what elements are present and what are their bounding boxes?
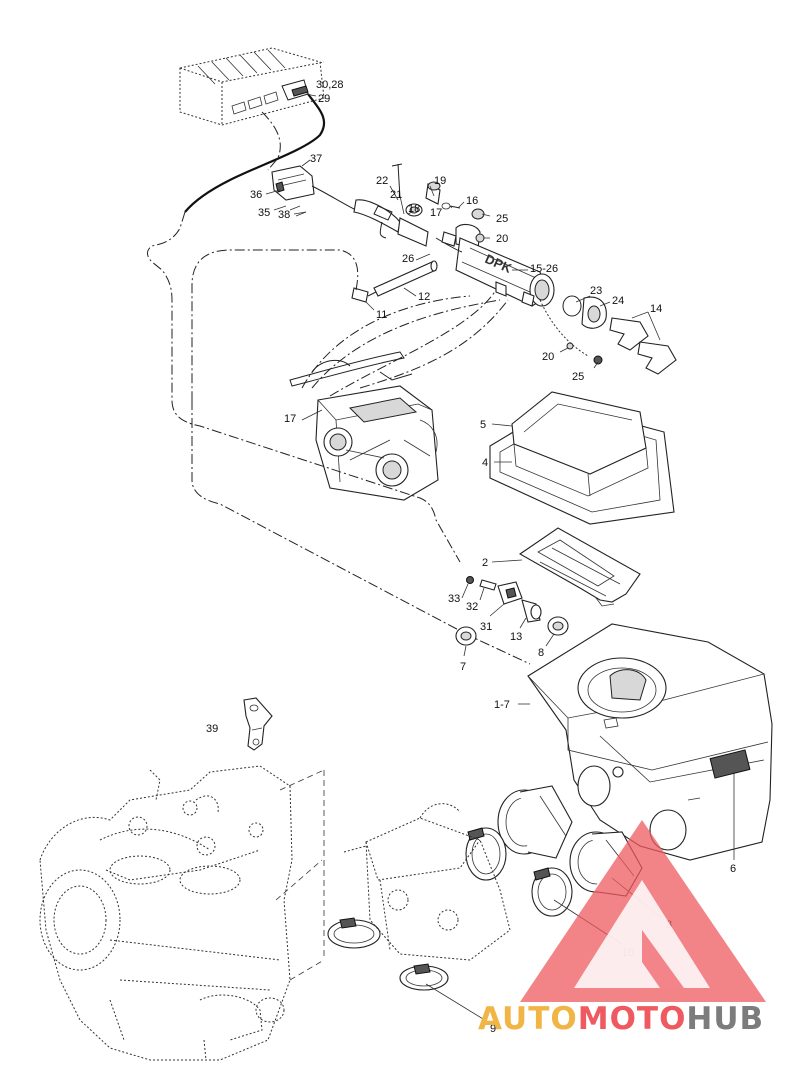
brand-word-hub: HUB	[686, 1001, 765, 1037]
label-12: 12	[418, 291, 430, 303]
engine-ghost	[39, 765, 325, 1061]
hose-clamps	[327, 827, 573, 991]
label-38: 38	[278, 209, 290, 221]
part-labels: 30,28 29 37 36 35 38 22 21 19 18 17 16 2…	[206, 79, 736, 1035]
label-25a: 25	[496, 213, 508, 225]
air-filter-elements	[489, 391, 675, 525]
label-5: 5	[480, 419, 486, 431]
hose-routes	[147, 211, 531, 665]
label-26: 26	[402, 253, 414, 265]
label-35: 35	[258, 207, 270, 219]
brand-word-auto: AUTO	[478, 1001, 578, 1037]
label-36: 36	[250, 189, 262, 201]
label-11: 11	[376, 309, 387, 321]
air-box	[527, 623, 773, 861]
rail-small-parts	[373, 163, 485, 247]
label-17a: 17	[430, 207, 442, 219]
label-20b: 20	[542, 351, 554, 363]
throttle-body-assembly	[289, 351, 439, 501]
label-1-7: 1-7	[494, 699, 510, 711]
label-16: 16	[466, 195, 478, 207]
wiring-harness	[184, 93, 326, 213]
connector-37	[271, 165, 361, 217]
label-30-28: 30,28	[316, 79, 344, 91]
rail-end-parts	[539, 295, 677, 375]
label-15-26: 15-26	[530, 263, 558, 275]
label-6: 6	[730, 863, 736, 875]
label-2: 2	[482, 557, 488, 569]
label-17b: 17	[284, 413, 296, 425]
label-21: 21	[390, 189, 402, 201]
label-31: 31	[480, 621, 492, 633]
control-module	[179, 47, 325, 126]
label-25b: 25	[572, 371, 584, 383]
label-20a: 20	[496, 233, 508, 245]
label-23: 23	[590, 285, 602, 297]
intake-assembly-ghost	[343, 803, 511, 961]
label-9: 9	[490, 1023, 496, 1035]
label-8: 8	[538, 647, 544, 659]
brand-word-moto: MOTO	[577, 1001, 687, 1037]
label-19: 19	[434, 175, 446, 187]
sensor-parts	[455, 576, 569, 646]
label-13: 13	[510, 631, 522, 643]
bracket-39	[243, 697, 273, 751]
label-22: 22	[376, 175, 388, 187]
label-39: 39	[206, 723, 218, 735]
label-24: 24	[612, 295, 624, 307]
label-4: 4	[482, 457, 488, 469]
fuel-rail-assembly: DPK	[353, 181, 555, 307]
air-box-plate	[518, 527, 641, 607]
label-37: 37	[310, 153, 322, 165]
watermark-brand-text: AUTOMOTOHUB	[478, 1001, 764, 1037]
label-18: 18	[408, 203, 420, 215]
label-32: 32	[466, 601, 478, 613]
label-33: 33	[448, 593, 460, 605]
fuel-line-12	[191, 249, 438, 400]
label-7: 7	[460, 661, 466, 673]
label-14: 14	[650, 303, 662, 315]
label-29: 29	[318, 93, 330, 105]
watermark-triangle-logo	[520, 820, 766, 1002]
